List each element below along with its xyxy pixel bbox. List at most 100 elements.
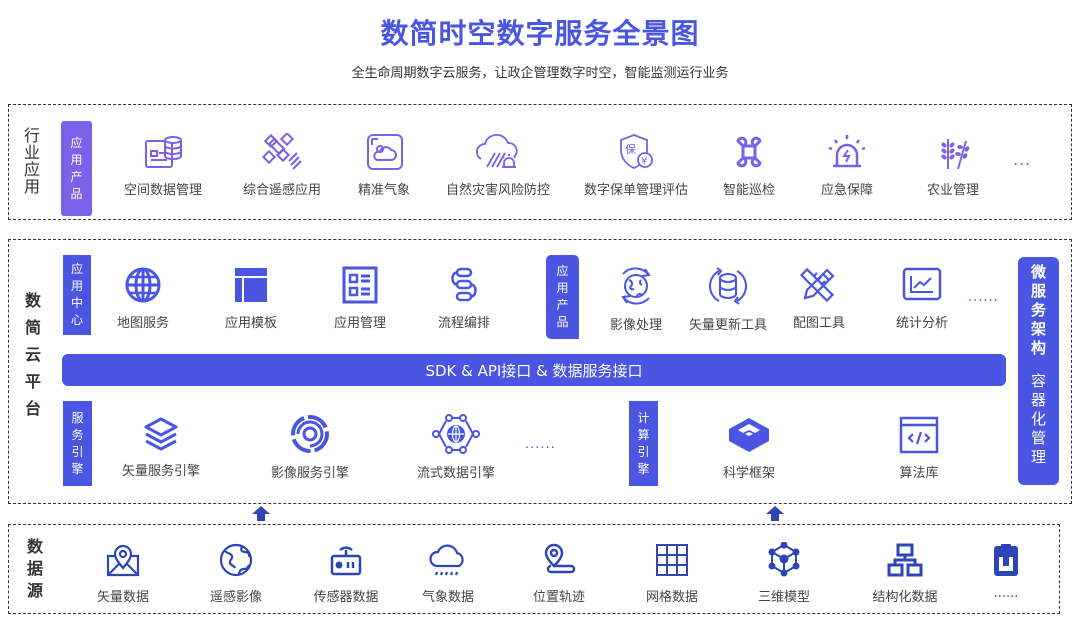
source-item-grid-data[interactable]: 网格数据 <box>612 542 732 605</box>
industry-section-label: 行 业 应 用 <box>24 127 40 195</box>
item-label: 传感器数据 <box>313 590 379 605</box>
source-item-vector-data[interactable]: 矢量数据 <box>63 542 183 605</box>
tag-char: 品 <box>70 186 83 201</box>
label-char: 平 <box>25 372 42 391</box>
network-globe-icon <box>432 414 480 454</box>
tag-char: 用 <box>556 281 569 295</box>
label-char: 用 <box>24 177 41 196</box>
app-center-item-app-template[interactable]: 应用模板 <box>191 266 311 331</box>
app-center-item-workflow[interactable]: 流程编排 <box>404 266 524 331</box>
item-label: 智能巡检 <box>722 183 775 198</box>
label-char: 源 <box>27 581 44 600</box>
app-center-item-app-management[interactable]: 应用管理 <box>300 266 420 331</box>
app-center-tag: 应 用 中 心 <box>63 255 91 335</box>
tag-char: 中 <box>70 296 83 310</box>
tag-char: 产 <box>70 169 83 184</box>
label-char: 据 <box>27 559 44 578</box>
tag-char: 心 <box>70 313 83 327</box>
label-char: 行 <box>24 126 41 145</box>
more-indicator: ... <box>1013 150 1032 169</box>
app-list-icon <box>342 266 378 304</box>
earth-icon <box>219 543 253 577</box>
location-track-icon <box>544 543 576 574</box>
app-product-item-mapping-tool[interactable]: 配图工具 <box>759 266 879 331</box>
industry-item-emergency[interactable]: 应急保障 <box>787 133 907 198</box>
bar-char: 化 <box>1030 410 1046 428</box>
app-products-tag: 应 用 产 品 <box>61 121 92 216</box>
item-label: 流程编排 <box>437 316 490 331</box>
industry-item-weather[interactable]: 精准气象 <box>324 133 444 198</box>
grid-icon <box>656 544 688 576</box>
tag-char: 用 <box>70 152 83 167</box>
tag-char: 应 <box>556 264 569 278</box>
platform-app-products-tag: 应 用 产 品 <box>546 255 579 339</box>
industry-item-inspection[interactable]: 智能巡检 <box>689 133 809 198</box>
item-label: 数字保单管理评估 <box>583 183 688 198</box>
item-label: 科学框架 <box>722 466 775 481</box>
hierarchy-icon <box>887 543 923 577</box>
tag-char: 应 <box>70 135 83 150</box>
item-label: 结构化数据 <box>872 590 938 605</box>
platform-section-label: 数 简 云 平 台 <box>25 287 41 422</box>
app-product-item-vector-update[interactable]: 矢量更新工具 <box>668 266 788 333</box>
industry-item-remote-sensing[interactable]: 综合遥感应用 <box>222 133 342 198</box>
tag-char: 服 <box>71 410 84 425</box>
clipboard-icon <box>994 544 1018 576</box>
item-label: 矢量更新工具 <box>688 318 767 333</box>
engine-item-image-service[interactable]: 影像服务引擎 <box>250 414 370 481</box>
cloud-platform-section <box>8 239 1072 504</box>
item-label: 应用模板 <box>224 316 277 331</box>
bar-char: 务 <box>1030 301 1046 319</box>
source-section-label: 数 据 源 <box>27 536 43 602</box>
compute-item-algorithm-library[interactable]: 算法库 <box>859 416 979 481</box>
bar-char: 服 <box>1030 282 1046 300</box>
vector-update-icon <box>709 267 747 305</box>
layers-icon <box>144 417 178 451</box>
item-label: 配图工具 <box>792 316 845 331</box>
source-item-sensor-data[interactable]: 传感器数据 <box>286 542 406 605</box>
industry-item-spatial-data[interactable]: 空间数据管理 <box>103 133 223 198</box>
item-label: 统计分析 <box>895 316 948 331</box>
pencil-ruler-icon <box>799 267 835 303</box>
svg-text:保: 保 <box>625 142 636 156</box>
source-item-remote-imagery[interactable]: 遥感影像 <box>176 542 296 605</box>
sensor-icon <box>330 546 362 576</box>
item-label: 农业管理 <box>926 183 979 198</box>
source-item-location-track[interactable]: 位置轨迹 <box>499 542 619 605</box>
industry-item-agriculture[interactable]: 农业管理 <box>893 133 1013 198</box>
tag-char: 引 <box>71 444 84 459</box>
item-label: ...... <box>993 586 1019 601</box>
industry-item-disaster[interactable]: 自然灾害风险防控 <box>438 133 558 198</box>
app-product-item-image-processing[interactable]: 影像处理 <box>576 266 696 333</box>
industry-application-section <box>8 104 1072 220</box>
item-label: 应急保障 <box>820 183 873 198</box>
label-char: 应 <box>24 160 41 179</box>
database-form-icon <box>145 136 182 168</box>
industry-item-insurance[interactable]: 保 ¥ 数字保单管理评估 <box>576 133 696 198</box>
bar-char: 器 <box>1030 391 1046 409</box>
source-item-more[interactable]: ...... <box>946 542 1066 601</box>
app-product-item-statistics[interactable]: 统计分析 <box>862 266 982 331</box>
label-char: 业 <box>24 143 41 162</box>
tag-char: 算 <box>637 427 650 442</box>
tag-char: 应 <box>70 262 83 276</box>
source-item-3d-model[interactable]: 三维模型 <box>724 542 844 605</box>
compute-item-science-framework[interactable]: 科学框架 <box>689 416 809 481</box>
engine-item-vector-service[interactable]: 矢量服务引擎 <box>101 416 221 479</box>
tag-char: 品 <box>556 315 569 329</box>
3d-model-icon <box>768 542 800 577</box>
svg-text:¥: ¥ <box>641 156 647 167</box>
source-item-structured-data[interactable]: 结构化数据 <box>845 542 965 605</box>
item-label: 矢量服务引擎 <box>121 464 200 479</box>
tag-char: 擎 <box>637 461 650 476</box>
engine-item-stream-data[interactable]: 流式数据引擎 <box>396 414 516 481</box>
item-label: 地图服务 <box>116 316 169 331</box>
satellite-icon <box>261 133 302 170</box>
drone-icon <box>736 136 762 168</box>
workflow-icon <box>451 267 477 302</box>
compute-engine-tag: 计 算 引 擎 <box>629 401 658 486</box>
item-label: 空间数据管理 <box>123 183 202 198</box>
source-item-weather-data[interactable]: 气象数据 <box>388 542 508 605</box>
tag-char: 引 <box>637 444 650 459</box>
app-center-item-map-service[interactable]: 地图服务 <box>83 266 203 331</box>
